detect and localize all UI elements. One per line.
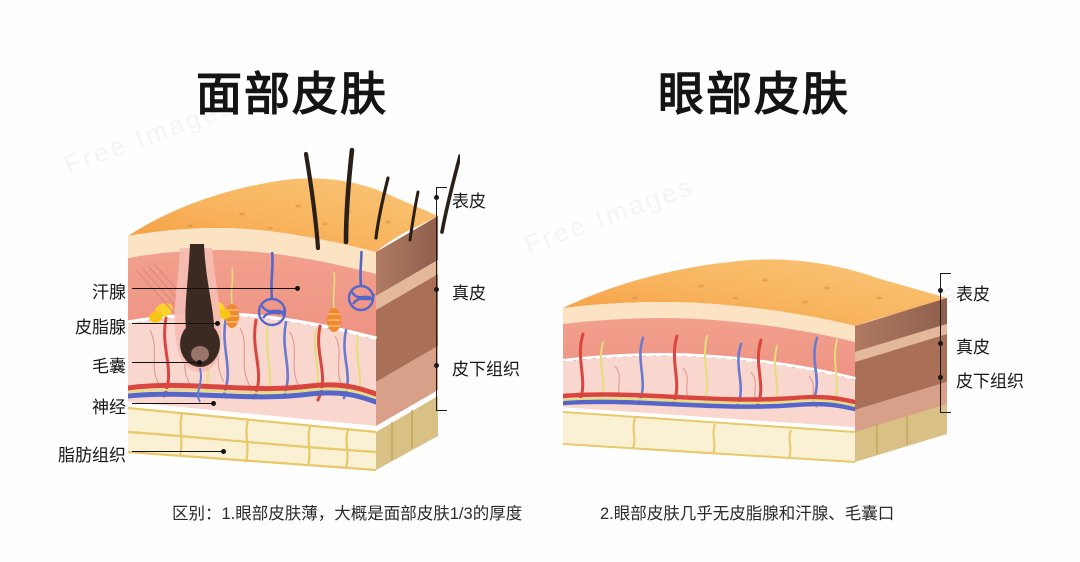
leader-dot-sebaceous-gland [215, 320, 220, 326]
label-subcutaneous-eye: 皮下组织 [956, 372, 1024, 391]
bracket-tick-epidermis-eye [938, 288, 943, 293]
leader-dot-sweat-gland [295, 285, 300, 291]
leader-dot-hair-follicle [197, 359, 202, 365]
label-sebaceous-gland: 皮脂腺 [75, 318, 126, 337]
label-nerve: 神经 [92, 398, 126, 417]
caption-difference-2: 2.眼部皮肤几乎无皮脂腺和汗腺、毛囊口 [600, 505, 895, 523]
label-dermis-eye: 真皮 [956, 338, 990, 357]
watermark: Free Images [520, 170, 699, 260]
label-subcutaneous-facial: 皮下组织 [452, 360, 520, 379]
leader-sweat-gland [132, 288, 298, 289]
facial-skin-block [120, 140, 450, 472]
bracket-tick-dermis-eye [938, 341, 943, 346]
caption-difference-1: 区别：1.眼部皮肤薄，大概是面部皮肤1/3的厚度 [172, 505, 523, 523]
leader-dot-adipose-tissue [221, 448, 226, 454]
eye-skin-block [555, 250, 955, 470]
hair-shafts [303, 147, 460, 251]
label-hair-follicle: 毛囊 [92, 357, 126, 376]
leader-sebaceous-gland [132, 323, 218, 324]
label-sweat-gland: 汗腺 [92, 283, 126, 302]
label-epidermis-facial: 表皮 [452, 192, 486, 211]
bracket-tick-subcutaneous-eye [938, 375, 943, 380]
leader-adipose-tissue [132, 451, 224, 452]
bracket-tick-subcutaneous [434, 363, 439, 368]
page-title-eye: 眼部皮肤 [658, 67, 850, 121]
page-title-facial: 面部皮肤 [196, 67, 388, 121]
label-adipose-tissue: 脂肪组织 [58, 446, 126, 465]
leader-dot-nerve [211, 400, 216, 406]
leader-nerve [132, 403, 214, 404]
label-dermis-facial: 真皮 [452, 284, 486, 303]
bracket-tick-epidermis [434, 195, 439, 200]
bracket-tick-dermis [434, 287, 439, 292]
leader-hair-follicle [132, 362, 200, 363]
layer-bracket-facial [436, 187, 448, 411]
label-epidermis-eye: 表皮 [956, 285, 990, 304]
